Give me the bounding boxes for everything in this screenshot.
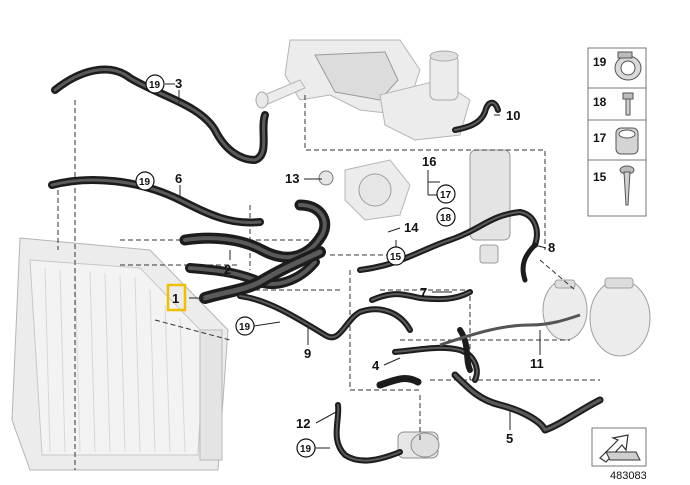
- expansion-tank: [542, 277, 651, 357]
- svg-text:17: 17: [593, 131, 607, 145]
- callout-11: 11: [530, 356, 544, 371]
- legend-18: 18: [593, 92, 634, 116]
- callout-6: 6: [175, 171, 182, 186]
- hose-10: [452, 99, 501, 133]
- line-11: [439, 313, 581, 347]
- side-legend: 19 18 17 15: [587, 47, 647, 217]
- hose-clamp-icon: [614, 51, 642, 81]
- circ-17: 17: [436, 184, 456, 204]
- callouts: 1 2 3 4 5 6 7 8 9 10 11 12 13 14 16: [166, 76, 555, 446]
- screw-icon: [619, 165, 635, 206]
- callout-14: 14: [404, 220, 419, 235]
- hose-3: [51, 65, 269, 164]
- callout-2: 2: [224, 262, 231, 277]
- circ-18: 18: [436, 207, 456, 227]
- callout-5: 5: [506, 431, 513, 446]
- circ-19-a: 19: [145, 74, 165, 94]
- radiator: [11, 237, 229, 471]
- legend-19: 19: [593, 51, 642, 81]
- hose-8: [520, 242, 538, 283]
- svg-text:18: 18: [593, 95, 607, 109]
- svg-text:19: 19: [300, 444, 312, 455]
- callout-9: 9: [304, 346, 311, 361]
- thermostat-housing: [318, 159, 411, 221]
- svg-text:17: 17: [440, 190, 452, 201]
- oil-filter-housing: [379, 50, 471, 141]
- svg-text:19: 19: [149, 80, 161, 91]
- callout-3: 3: [175, 76, 182, 91]
- circled-callouts: 19 19 19 19 17 18 15: [135, 74, 456, 458]
- bolt-icon: [622, 92, 634, 116]
- hose-2: [179, 199, 331, 289]
- svg-text:19: 19: [239, 322, 251, 333]
- hose-1: [199, 246, 326, 304]
- callout-7: 7: [420, 285, 427, 300]
- callout-13: 13: [285, 171, 299, 186]
- heat-exchanger: [469, 149, 511, 264]
- hose-4: [376, 344, 480, 389]
- svg-text:19: 19: [139, 177, 151, 188]
- callout-4: 4: [372, 358, 380, 373]
- callout-10: 10: [506, 108, 520, 123]
- callout-16: 16: [422, 154, 436, 169]
- hose-9: [237, 293, 413, 341]
- svg-text:15: 15: [390, 252, 402, 263]
- hose-12: [333, 402, 403, 464]
- callout-1-highlight: [166, 283, 187, 312]
- front-arrow-icon: [591, 427, 647, 467]
- svg-text:15: 15: [593, 170, 607, 184]
- circ-19-c: 19: [235, 316, 255, 336]
- clamp-sleeve-icon: [615, 127, 639, 155]
- legend-17: 17: [593, 127, 639, 155]
- hose-6: [48, 176, 264, 227]
- hose-5: [451, 327, 604, 434]
- svg-text:18: 18: [440, 213, 452, 224]
- diagram-id: 483083: [610, 470, 647, 482]
- callout-1: 1: [172, 291, 179, 306]
- circ-19-d: 19: [296, 438, 316, 458]
- auxiliary-water-pump: [397, 431, 440, 459]
- svg-text:19: 19: [593, 55, 607, 69]
- circ-15: 15: [386, 246, 406, 266]
- legend-15: 15: [593, 165, 635, 206]
- callout-12: 12: [296, 416, 310, 431]
- circ-19-b: 19: [135, 171, 155, 191]
- callout-8: 8: [548, 240, 555, 255]
